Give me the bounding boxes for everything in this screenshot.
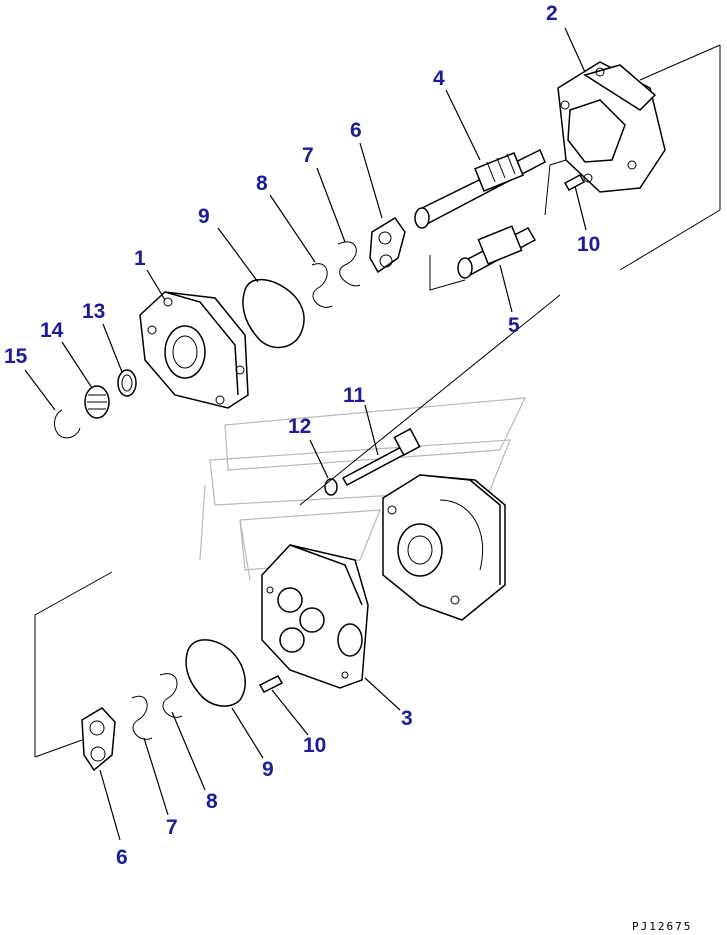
callout-14: 14 (40, 319, 64, 342)
part-10-dowel-pin-lower (258, 675, 284, 693)
part-9-gasket-lower (185, 639, 246, 707)
part-5-driven-gear (429, 159, 567, 291)
callout-4: 4 (433, 67, 445, 90)
callout-6-upper: 6 (350, 119, 362, 142)
callout-5: 5 (508, 314, 520, 337)
part-15-snap-ring (54, 409, 81, 439)
callout-13: 13 (82, 300, 105, 323)
leader-lines (24, 27, 587, 841)
part-4-drive-shaft (414, 148, 546, 229)
callout-6-lower: 6 (116, 846, 128, 869)
part-6-bushing-upper (369, 216, 406, 274)
part-10-dowel-pin-upper (563, 173, 586, 192)
drawing-code: PJ12675 (632, 920, 692, 933)
callout-8-lower: 8 (206, 790, 218, 813)
part-1-front-cover (139, 291, 249, 409)
part-14-oil-seal (84, 385, 110, 419)
part-11-bolt (341, 427, 421, 487)
callout-9-upper: 9 (198, 205, 210, 228)
callout-1: 1 (134, 247, 146, 270)
callout-3: 3 (401, 707, 413, 730)
part-13-washer (117, 369, 137, 397)
part-2-gear-housing (557, 44, 721, 271)
callout-15: 15 (4, 345, 28, 368)
part-12-washer (324, 478, 338, 496)
part-3-rear-cover (261, 544, 369, 689)
part-7-8-seals-upper (311, 241, 361, 308)
callout-labels: 2 4 6 7 8 9 10 1 5 13 14 15 11 12 3 10 9… (4, 2, 600, 869)
callout-12: 12 (288, 415, 311, 438)
callout-11: 11 (343, 384, 366, 407)
part-pump-body-assembly (382, 474, 506, 621)
callout-2: 2 (546, 2, 558, 25)
part-9-gasket-upper (242, 278, 305, 349)
part-7-8-seals-lower (131, 673, 183, 740)
callout-10-lower: 10 (303, 734, 326, 757)
part-6-bushing-lower (34, 571, 116, 772)
callout-10-upper: 10 (577, 233, 600, 256)
callout-7-lower: 7 (166, 816, 178, 839)
callout-8-upper: 8 (256, 172, 268, 195)
callout-7-upper: 7 (302, 144, 314, 167)
callout-9-lower: 9 (262, 758, 274, 781)
